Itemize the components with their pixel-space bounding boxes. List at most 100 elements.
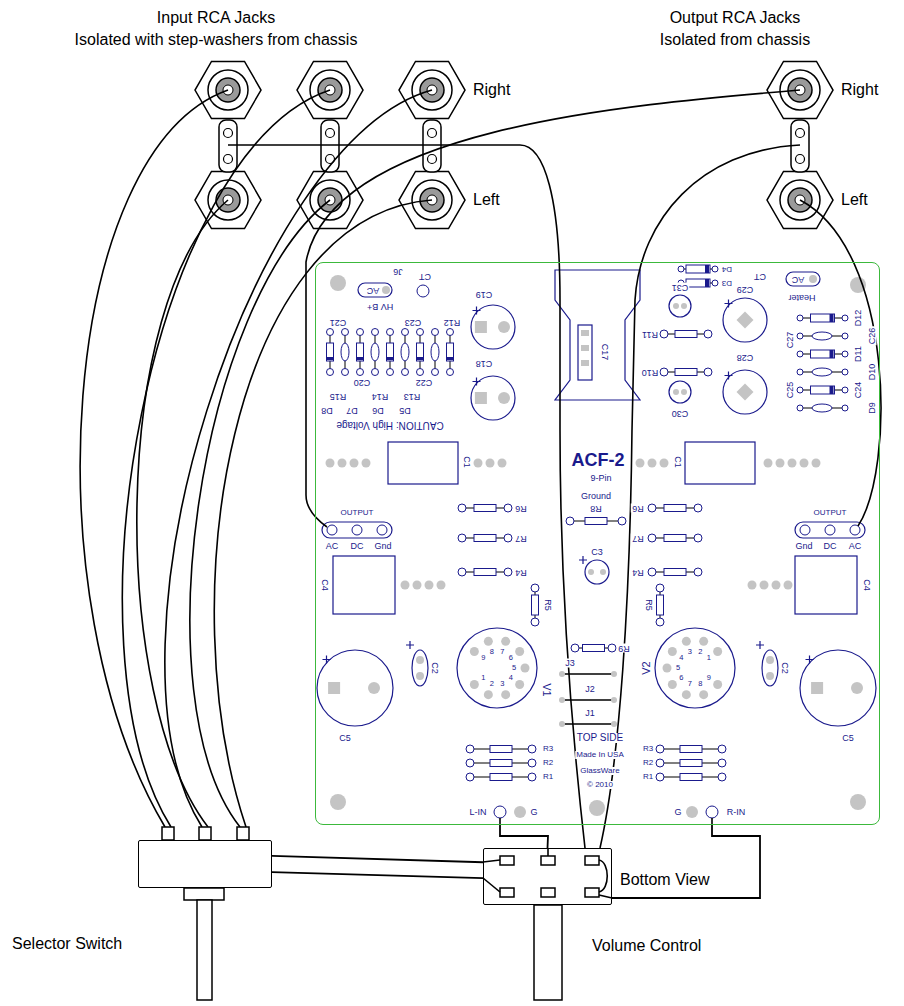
coupling-capacitor xyxy=(685,442,755,484)
board-label: R10 xyxy=(641,368,660,377)
board-label: Heater xyxy=(787,293,816,302)
solder-pad xyxy=(737,312,754,329)
board-label: C3 xyxy=(590,548,604,557)
polarity-mark xyxy=(756,641,764,649)
board-label: R3 xyxy=(542,745,554,753)
board-label: R11 xyxy=(641,330,659,339)
solder-pad xyxy=(699,690,708,699)
board-label: R15 xyxy=(329,392,348,401)
solder-pad xyxy=(328,682,340,694)
solder-pad xyxy=(618,517,626,525)
solder-pad xyxy=(636,459,645,468)
resistor-symbol xyxy=(532,595,539,615)
hookup-wire xyxy=(190,200,330,827)
solder-pad xyxy=(458,504,466,512)
solder-pad xyxy=(466,773,474,781)
solder-pad xyxy=(466,759,474,767)
connector-wire xyxy=(272,856,483,862)
resistor-symbol xyxy=(474,569,496,576)
solder-pad xyxy=(327,369,334,376)
solder-pad xyxy=(797,333,803,339)
output-capacitor xyxy=(333,556,395,614)
board-label: CAUTION: High Voltage xyxy=(335,420,444,430)
solder-pad xyxy=(504,568,512,576)
ground-lug xyxy=(219,120,237,172)
board-label: C26 xyxy=(868,327,877,346)
solder-pad xyxy=(504,534,512,542)
caption-label: Right xyxy=(472,82,511,98)
solder-pad xyxy=(712,280,718,286)
solder-pad xyxy=(559,671,565,677)
hookup-wire xyxy=(122,90,330,827)
resistor-symbol xyxy=(664,505,686,512)
board-label: C27 xyxy=(786,331,795,350)
board-label: CT xyxy=(418,272,432,281)
solder-pad xyxy=(608,644,616,652)
solder-pad xyxy=(515,680,524,689)
resistor-symbol xyxy=(474,535,496,542)
solder-pad xyxy=(484,637,493,646)
solder-pad xyxy=(797,369,803,375)
solder-pad xyxy=(713,680,722,689)
heat-sink xyxy=(555,270,640,400)
solder-pad xyxy=(737,384,754,401)
jumper-wire xyxy=(562,723,614,725)
lug-hole xyxy=(224,155,233,164)
board-label: 1 xyxy=(706,654,712,662)
solder-pad xyxy=(528,745,536,753)
diode-band xyxy=(705,265,709,273)
solder-pad xyxy=(748,581,757,590)
solder-pad xyxy=(362,459,371,468)
board-label: C18 xyxy=(475,359,494,368)
node-text: ACF-2 xyxy=(571,451,626,471)
board-label: J1 xyxy=(584,709,596,718)
solder-pad xyxy=(706,806,718,818)
solder-pad xyxy=(504,504,512,512)
solder-pad xyxy=(566,517,574,525)
solder-pad xyxy=(800,525,810,535)
solder-pad xyxy=(458,534,466,542)
board-label: C4 xyxy=(320,578,329,592)
solder-pad xyxy=(494,806,506,818)
solder-pad xyxy=(377,525,387,535)
board-label: D6 xyxy=(371,406,385,415)
node-text: 9-Pin xyxy=(589,474,612,484)
terminal-wire xyxy=(599,860,607,892)
board-label: R9 xyxy=(617,644,631,653)
diode-symbol xyxy=(417,343,424,361)
resistor-symbol xyxy=(675,331,697,338)
solder-pad xyxy=(851,682,863,694)
solder-pad xyxy=(678,266,684,272)
solder-pad xyxy=(498,321,510,333)
electrolytic-capacitor xyxy=(800,650,876,726)
solder-pad xyxy=(682,637,691,646)
solder-pad xyxy=(581,345,589,351)
connector-wire xyxy=(612,825,760,898)
board-label: D4 xyxy=(721,265,733,273)
resistor-symbol xyxy=(664,535,686,542)
hookup-wire xyxy=(600,145,800,848)
capacitor-symbol xyxy=(669,295,691,317)
output-capacitor xyxy=(795,556,857,614)
board-label: R5 xyxy=(543,598,552,612)
solder-pad xyxy=(581,330,589,336)
solder-pad xyxy=(327,329,334,336)
node-text: Selector Switch xyxy=(11,935,123,953)
diode-symbol xyxy=(357,343,364,361)
solder-pad xyxy=(368,682,380,694)
solder-pad xyxy=(417,369,424,376)
terminal-pad xyxy=(786,272,820,286)
solder-pad xyxy=(842,405,848,411)
pot-terminal xyxy=(500,856,514,865)
solder-pad xyxy=(648,568,656,576)
solder-pad xyxy=(475,321,487,333)
board-label: TOP SIDE xyxy=(576,733,624,743)
solder-pad xyxy=(842,315,848,321)
board-label: C2 xyxy=(430,661,439,675)
solder-pad xyxy=(713,647,722,656)
diode-symbol xyxy=(447,343,454,361)
solder-pad xyxy=(842,351,848,357)
board-label: C28 xyxy=(736,353,755,362)
board-label: 3 xyxy=(687,648,693,656)
